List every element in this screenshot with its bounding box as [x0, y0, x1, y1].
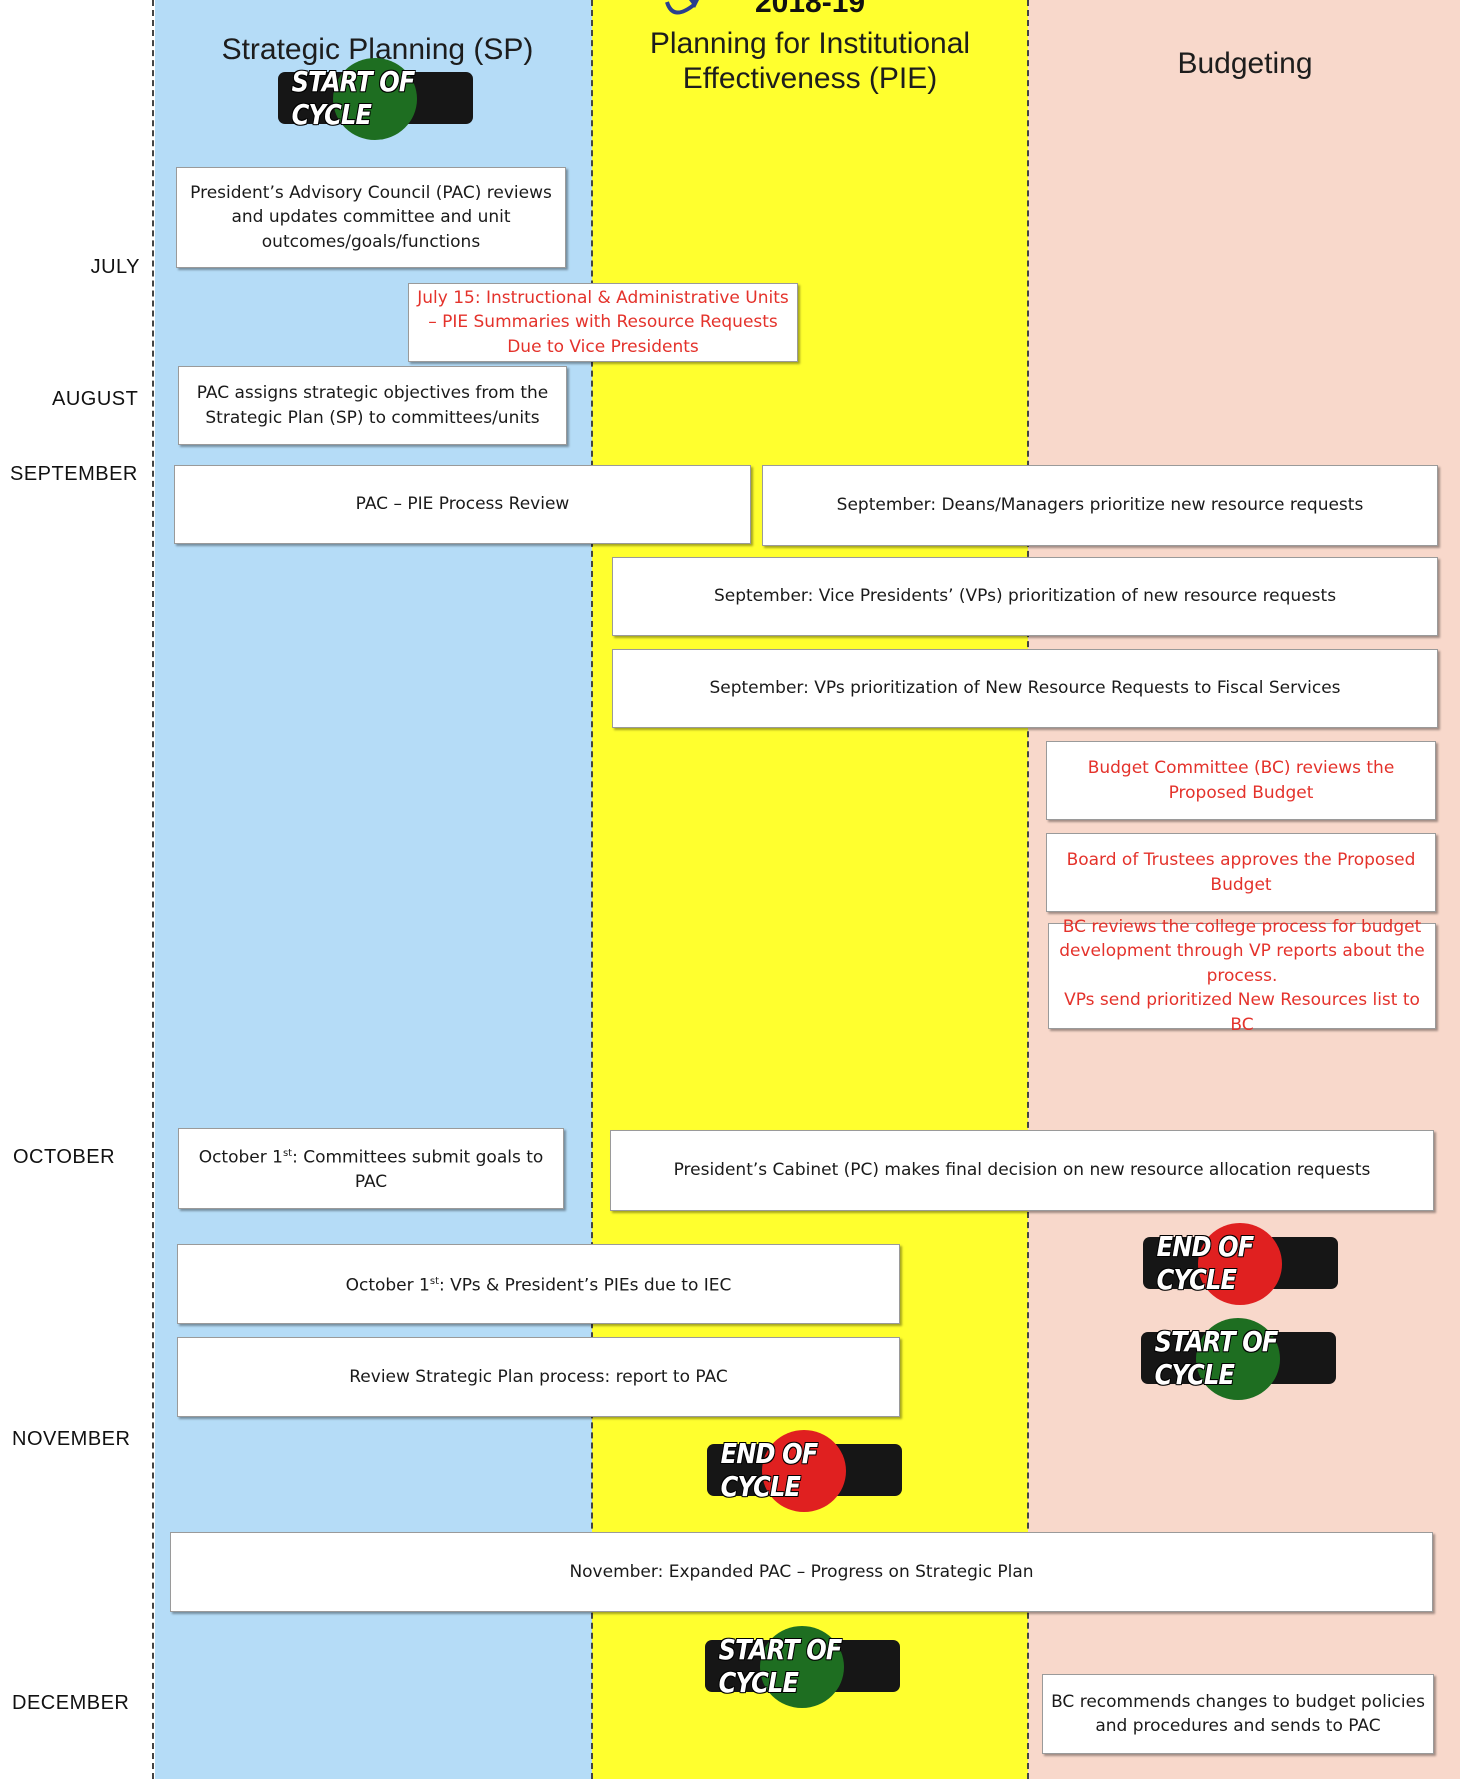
- box-bc-reviews-process: BC reviews the college process for budge…: [1048, 917, 1436, 1035]
- start-of-cycle-badge-sp: START OF CYCLE: [278, 58, 473, 140]
- badge-label: END OF CYCLE: [1156, 1230, 1255, 1296]
- box-board-approves: Board of Trustees approves the Proposed …: [1046, 833, 1436, 912]
- box-oct-committees-submit: October 1st: Committees submit goals to …: [178, 1128, 564, 1209]
- lane-title-pie: Planning for Institutional Effectiveness…: [649, 27, 971, 95]
- badge-label: START OF CYCLE: [291, 65, 416, 131]
- green-circle-icon: [333, 58, 417, 140]
- lane-title-budgeting: Budgeting: [1177, 47, 1313, 80]
- box-pac-assigns: PAC assigns strategic objectives from th…: [178, 366, 567, 445]
- month-august: AUGUST: [52, 388, 139, 410]
- box-pac-reviews: President’s Advisory Council (PAC) revie…: [176, 167, 566, 268]
- box-vps-to-fiscal: September: VPs prioritization of New Res…: [612, 649, 1438, 728]
- end-of-cycle-badge-pie: END OF CYCLE: [707, 1430, 902, 1512]
- box-review-strategic-plan: Review Strategic Plan process: report to…: [177, 1337, 900, 1417]
- month-july: JULY: [90, 256, 140, 278]
- divider-line-right: [1027, 0, 1029, 1779]
- lane-pie: [592, 0, 1028, 1779]
- box-july15-pie-summaries: July 15: Instructional & Administrative …: [408, 283, 798, 362]
- green-circle-icon: [760, 1626, 844, 1708]
- month-november: NOVEMBER: [12, 1428, 131, 1450]
- green-circle-icon: [1196, 1318, 1280, 1400]
- box-bc-reviews-budget: Budget Committee (BC) reviews the Propos…: [1046, 741, 1436, 820]
- box-deans-prioritize: September: Deans/Managers prioritize new…: [762, 465, 1438, 546]
- divider-line-middle: [591, 0, 593, 1779]
- badge-label: START OF CYCLE: [1154, 1325, 1279, 1391]
- month-december: DECEMBER: [12, 1692, 130, 1714]
- red-circle-icon: [1198, 1223, 1282, 1305]
- header-year: 2018-19: [755, 0, 866, 19]
- end-of-cycle-badge-budget: END OF CYCLE: [1143, 1223, 1338, 1305]
- badge-label: START OF CYCLE: [718, 1633, 843, 1699]
- box-bc-recommends: BC recommends changes to budget policies…: [1042, 1674, 1434, 1754]
- box-oct-vps-pies: October 1st: VPs & President’s PIEs due …: [177, 1244, 900, 1324]
- start-of-cycle-badge-budget: START OF CYCLE: [1141, 1318, 1336, 1400]
- divider-line-left: [152, 0, 154, 1779]
- month-october: OCTOBER: [13, 1146, 116, 1168]
- red-circle-icon: [762, 1430, 846, 1512]
- box-nov-expanded-pac: November: Expanded PAC – Progress on Str…: [170, 1532, 1433, 1612]
- logo-icon: [665, 0, 699, 15]
- box-pac-pie-review: PAC – PIE Process Review: [174, 465, 751, 544]
- start-of-cycle-badge-pie: START OF CYCLE: [705, 1626, 900, 1708]
- month-september: SEPTEMBER: [10, 463, 138, 485]
- badge-label: END OF CYCLE: [720, 1437, 819, 1503]
- box-pc-final-decision: President’s Cabinet (PC) makes final dec…: [610, 1130, 1434, 1211]
- box-vps-prioritization: September: Vice Presidents’ (VPs) priori…: [612, 557, 1438, 636]
